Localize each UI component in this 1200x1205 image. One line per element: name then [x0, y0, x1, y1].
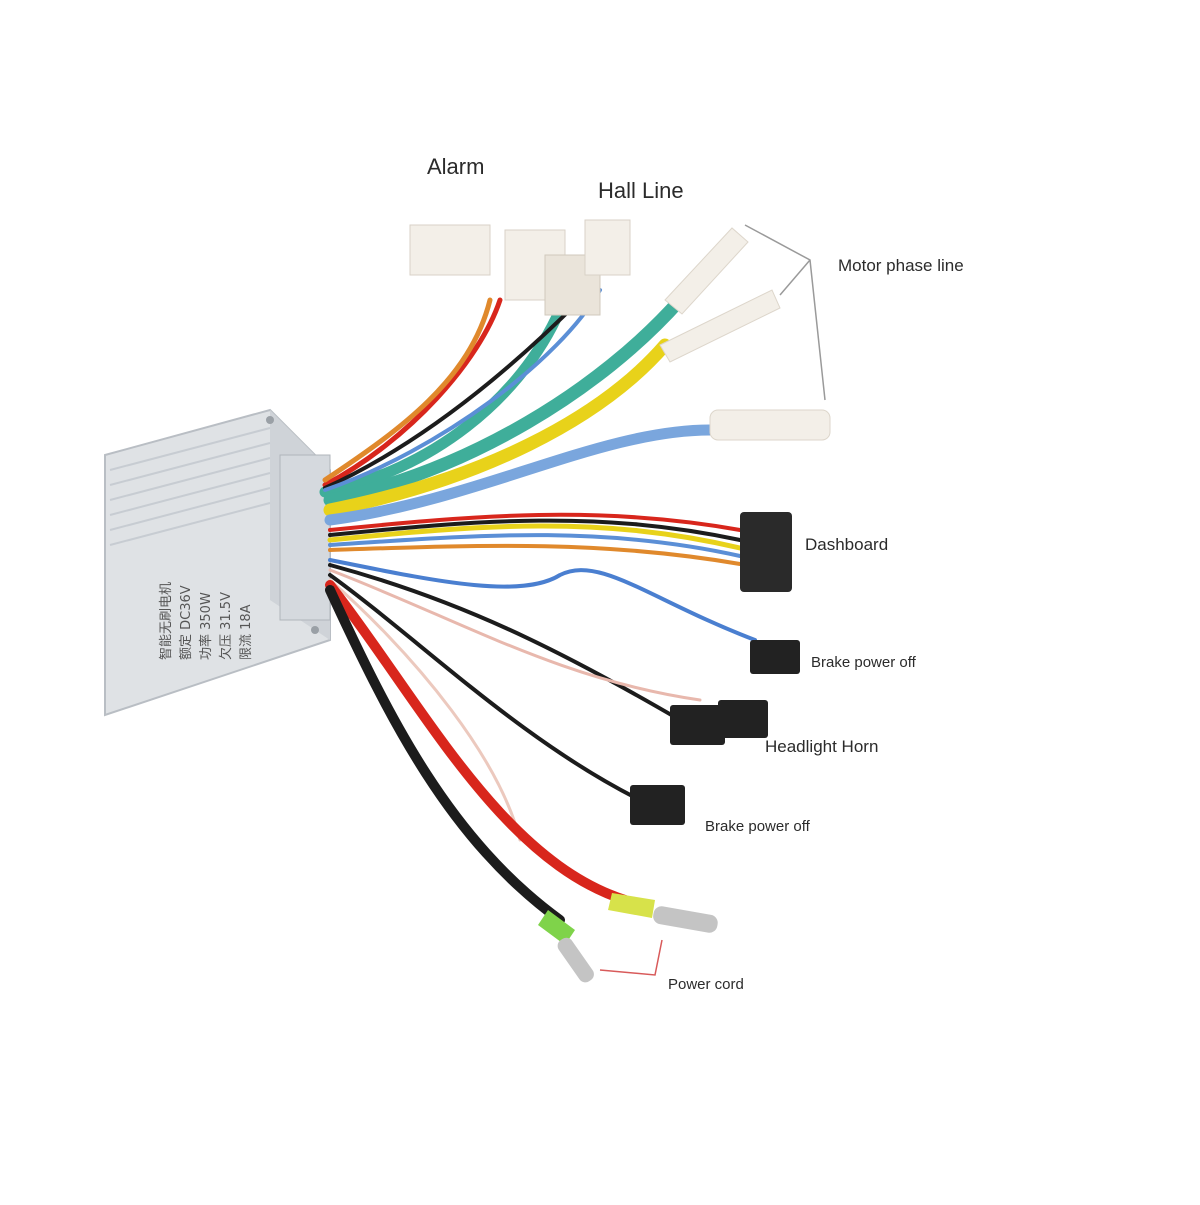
controller-text-3: 功率 350W: [198, 592, 214, 660]
red-terminal: [653, 906, 718, 933]
alarm-red-wire: [322, 297, 503, 488]
brake-power-off-label-1: Brake power off: [811, 654, 916, 671]
headlight-black-wire: [328, 563, 682, 722]
hall-black-wire: [323, 298, 582, 490]
power-red-wire: [325, 580, 630, 905]
headlight-connector-1: [670, 705, 725, 745]
power-cord-label: Power cord: [668, 976, 744, 993]
power-cord-bracket: [599, 939, 663, 976]
lower-connectors: [538, 640, 800, 983]
motor-phase-bracket: [744, 224, 826, 401]
dashboard-wires: [327, 512, 743, 566]
phase-yellow-wire: [323, 338, 672, 517]
controller-text-5: 限流 18A: [239, 604, 254, 660]
headlight-pink-wire: [328, 568, 702, 702]
phase-connector-1: [664, 227, 749, 315]
controller-box: 智能无刷电机 额定 DC36V 功率 350W 欠压 31.5V 限流 18A: [104, 408, 331, 717]
hall-line-label: Hall Line: [598, 178, 684, 203]
power-black-wire: [325, 585, 565, 925]
hall-blue-wire: [323, 288, 602, 492]
heatsink-fins: [109, 427, 271, 546]
black-sleeve: [538, 910, 575, 945]
upper-connectors: [409, 219, 831, 441]
headlight-horn-label: Headlight Horn: [765, 737, 879, 756]
dashboard-connector: [740, 512, 792, 592]
phase-connector-2: [659, 289, 781, 363]
brake-power-off-label-2: Brake power off: [705, 818, 810, 835]
brake2-black-wire: [328, 573, 642, 802]
dashboard-label: Dashboard: [805, 535, 889, 554]
pink-wire: [328, 578, 522, 842]
headlight-connector-2: [718, 700, 768, 738]
alarm-orange-wire: [322, 297, 493, 483]
brake-connector-2: [630, 785, 685, 825]
phase-connector-3: [709, 409, 831, 441]
brake-connector-1: [750, 640, 800, 674]
upper-wires: [319, 288, 716, 526]
alarm-connector: [409, 224, 491, 276]
lower-wires: [325, 558, 757, 925]
controller-text-2: 额定 DC36V: [179, 585, 194, 660]
brake1-blue-wire: [328, 558, 757, 642]
black-terminal: [557, 937, 594, 983]
hall-connector-3: [584, 219, 631, 276]
controller-text-4: 欠压 31.5V: [218, 592, 234, 660]
phase-green-wire: [323, 293, 687, 507]
controller-text-1: 智能无刷电机: [159, 582, 174, 660]
motor-phase-line-label: Motor phase line: [838, 256, 964, 275]
hall-green-wire: [319, 304, 566, 498]
red-sleeve: [608, 893, 655, 918]
phase-blue-wire: [324, 424, 716, 526]
alarm-label: Alarm: [427, 154, 485, 179]
